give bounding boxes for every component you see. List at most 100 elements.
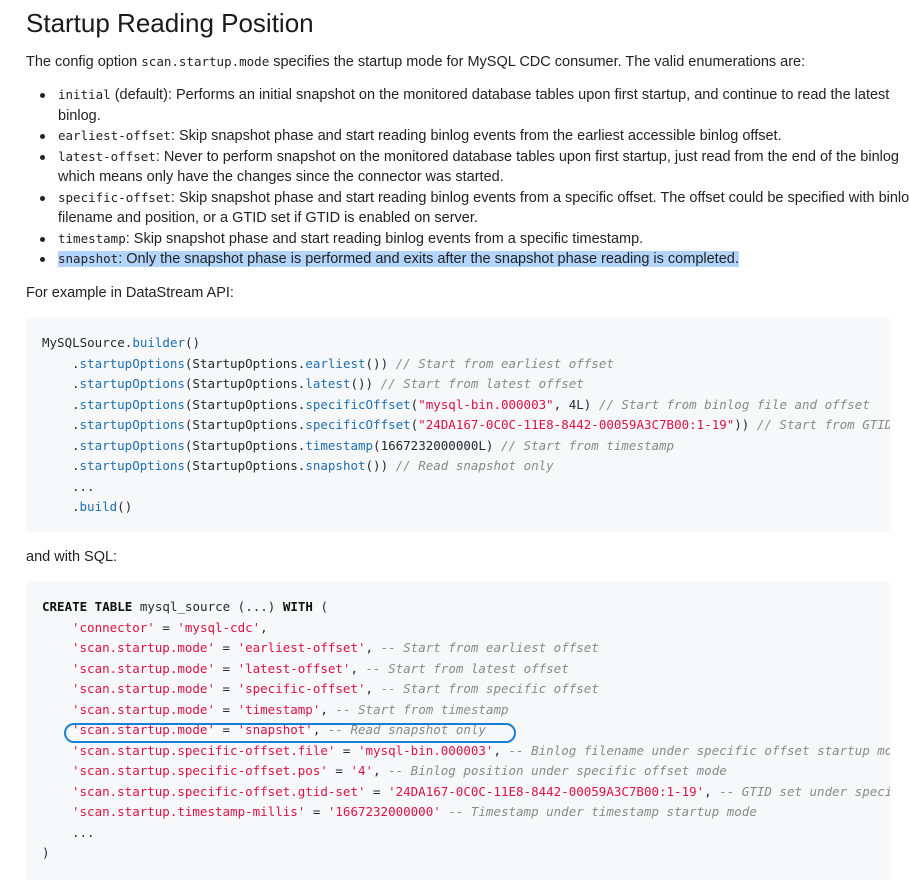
code-token: = [305,804,328,819]
code-string: 'scan.startup.timestamp-millis' [72,804,306,819]
code-token: , [493,742,509,758]
intro-code: scan.startup.mode [141,54,270,69]
code-token: () [117,499,133,514]
code-string: 'connector' [72,619,155,635]
code-line: .startupOptions(StartupOptions.specificO… [42,395,890,416]
code-token: (StartupOptions. [184,437,306,453]
code-comment: // Read snapshot only [395,458,554,473]
code-token: (1667232000000L) [373,437,501,453]
code-line-snapshot: 'scan.startup.mode' = 'snapshot', -- Rea… [42,720,890,741]
mode-description: : Only the snapshot phase is performed a… [118,251,739,267]
mode-description: : Skip snapshot phase and start reading … [125,230,644,247]
code-token: (StartupOptions. [184,396,306,412]
code-token: , [350,660,366,676]
code-string: 'earliest-offset' [237,640,366,655]
code-string: '4' [350,763,374,778]
code-comment: -- Start from latest offset [365,660,569,676]
page-title: Startup Reading Position [26,8,314,38]
code-token: startupOptions [79,355,185,371]
intro-text-after: specifies the startup mode for MySQL CDC… [269,54,806,70]
code-token: ()) [365,458,396,473]
code-comment: -- Binlog filename under specific offset… [508,742,890,758]
code-token: = [335,742,358,758]
mode-code: latest-offset [58,148,156,164]
mode-item-earliest-offset: earliest-offset: Skip snapshot phase and… [40,126,909,147]
java-code-block[interactable]: MySQLSource.builder().startupOptions(Sta… [26,318,890,532]
code-token: , [312,722,328,737]
code-token: (StartupOptions. [184,376,306,391]
code-line: 'scan.startup.timestamp-millis' = '16672… [42,802,890,823]
code-line: .startupOptions(StartupOptions.latest())… [42,374,890,395]
code-token: = [215,722,238,737]
code-line: 'scan.startup.specific-offset.gtid-set' … [42,782,890,803]
mode-code: timestamp [58,230,126,246]
code-string: '24DA167-0C0C-11E8-8442-00059A3C7B00:1-1… [388,783,705,799]
code-string: 'scan.startup.mode' [72,660,215,676]
code-comment: // Start from timestamp [500,437,675,453]
code-comment: // Start from earliest offset [395,355,614,371]
mode-description: : Skip snapshot phase and start reading … [58,189,909,227]
code-token: = [215,640,238,655]
code-token: specificOffset [305,396,411,412]
code-string: 'mysql-bin.000003' [357,742,494,758]
mode-description: : Never to perform snapshot on the monit… [58,148,899,186]
mode-item-timestamp: timestamp: Skip snapshot phase and start… [40,229,909,250]
code-keyword: WITH [282,599,313,614]
mode-description: : Skip snapshot phase and start reading … [170,128,782,144]
startup-mode-list: initial (default): Performs an initial s… [26,85,909,270]
code-comment: -- Binlog position under specific offset… [388,763,727,778]
mode-item-specific-offset: specific-offset: Skip snapshot phase and… [40,188,909,229]
code-token: , [260,619,268,635]
code-token: ()) [350,376,381,391]
code-token: (StartupOptions. [184,458,306,473]
code-token: (StartupOptions. [184,355,306,371]
code-line: 'scan.startup.mode' = 'earliest-offset',… [42,638,890,659]
code-keyword: CREATE TABLE [42,599,133,614]
code-token: timestamp [305,437,374,453]
code-line: .startupOptions(StartupOptions.specificO… [42,415,890,436]
code-comment: -- Read snapshot only [327,722,486,737]
code-token: . [72,499,80,514]
mode-item-snapshot: snapshot: Only the snapshot phase is per… [40,249,909,270]
code-line: CREATE TABLE mysql_source (...) WITH ( [42,597,890,618]
code-string: '1667232000000' [327,804,441,819]
code-token: = [215,660,238,676]
code-line: .startupOptions(StartupOptions.snapshot(… [42,456,890,477]
code-comment: -- Start from earliest offset [380,640,599,655]
mode-code: initial [58,87,111,102]
code-token: startupOptions [79,376,185,391]
code-string: 'scan.startup.mode' [72,722,215,737]
code-token: specificOffset [305,417,411,432]
code-token: , [365,681,381,696]
code-string: 'timestamp' [237,701,321,717]
code-string: 'scan.startup.mode' [72,640,215,655]
code-token: , [320,701,336,717]
code-comment: // Start from latest offset [380,376,584,391]
datastream-example-label: For example in DataStream API: [26,285,234,301]
code-string: 'mysql-cdc' [177,619,261,635]
code-token: () [185,335,201,350]
sql-example-label: and with SQL: [26,549,118,565]
sql-code-block[interactable]: CREATE TABLE mysql_source (...) WITH ('c… [26,581,890,880]
intro-text-before: The config option [26,54,142,70]
code-line: ... [42,823,890,844]
code-line: 'scan.startup.mode' = 'timestamp', -- St… [42,700,890,721]
code-token: , [373,763,389,778]
code-line: .build() [42,497,890,518]
code-comment: -- Start from specific offset [380,681,599,696]
code-line: MySQLSource.builder() [42,333,890,354]
code-token: ) [42,845,50,860]
code-token: startupOptions [79,458,185,473]
code-token: . [72,437,80,453]
code-string: 'scan.startup.mode' [72,701,215,717]
code-token: builder [132,335,185,350]
mode-item-initial: initial (default): Performs an initial s… [40,85,909,126]
code-ellipsis: ... [72,824,95,840]
code-line: ) [42,843,890,864]
code-line: 'connector' = 'mysql-cdc', [42,618,890,639]
code-token: MySQLSource. [42,335,133,350]
code-token: startupOptions [79,437,185,453]
code-string: 'scan.startup.specific-offset.gtid-set' [72,783,366,799]
code-token: . [72,396,80,412]
code-token: snapshot [305,458,366,473]
